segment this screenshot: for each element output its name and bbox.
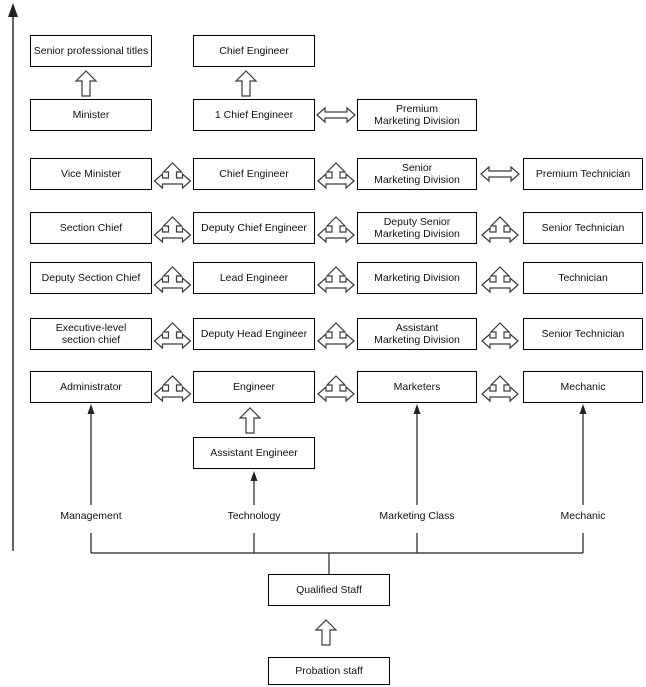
box-label: Premium Technician — [535, 167, 631, 180]
box-senior-technician-lower: Senior Technician — [523, 318, 643, 350]
track-label-marketing-class: Marketing Class — [379, 510, 455, 522]
box-marketing-division: Marketing Division — [357, 262, 477, 294]
box-marketers: Marketers — [357, 371, 477, 403]
box-label: Senior professional titles — [33, 44, 149, 57]
box-label: Mechanic — [560, 380, 606, 393]
technology-track-arrow — [250, 471, 258, 505]
box-label: Marketing Division — [374, 228, 460, 240]
box-senior-professional-titles: Senior professional titles — [30, 35, 152, 67]
box-label: Deputy Head Engineer — [200, 327, 308, 340]
box-label: Premium — [395, 102, 438, 115]
three-way-arrow-r5-g2 — [317, 266, 355, 293]
transfer-arrow-chief-to-premium-marketing — [316, 107, 356, 123]
box-deputy-section-chief: Deputy Section Chief — [30, 262, 152, 294]
box-label: Chief Engineer — [219, 167, 289, 180]
mechanic-track-arrow — [579, 404, 587, 505]
box-label: Deputy Chief Engineer — [201, 221, 307, 234]
box-label: Assistant — [395, 321, 439, 334]
box-label: Assistant Engineer — [210, 446, 298, 459]
marketing-track-arrow — [413, 404, 421, 505]
box-deputy-chief-engineer: Deputy Chief Engineer — [193, 212, 315, 244]
box-label: Administrator — [60, 380, 122, 393]
three-way-arrow-r6-g1 — [153, 322, 192, 349]
up-arrow-assistant-to-engineer — [239, 407, 261, 434]
track-label-mechanic: Mechanic — [560, 510, 606, 522]
box-label: Executive-level — [55, 321, 127, 334]
box-label: section chief — [61, 334, 121, 346]
box-label: Vice Minister — [61, 167, 121, 180]
three-way-arrow-r4-g2 — [317, 216, 355, 243]
three-way-arrow-r7-g3 — [481, 375, 519, 402]
box-senior-technician-upper: Senior Technician — [523, 212, 643, 244]
box-assistant-engineer: Assistant Engineer — [193, 437, 315, 469]
box-label: Deputy Section Chief — [41, 271, 141, 284]
box-chief-engineer: Chief Engineer — [193, 158, 315, 190]
box-label: Marketing Division — [374, 115, 460, 127]
box-label: Senior — [401, 161, 433, 174]
transfer-arrow-senior-marketing-to-premium-technician — [480, 166, 520, 182]
box-label: Probation staff — [295, 664, 363, 677]
box-label: Lead Engineer — [219, 271, 289, 284]
box-probation-staff: Probation staff — [268, 657, 390, 685]
box-technician: Technician — [523, 262, 643, 294]
three-way-arrow-r6-g2 — [317, 322, 355, 349]
three-way-arrow-r5-g1 — [153, 266, 192, 293]
track-label-management: Management — [60, 510, 122, 522]
box-lead-engineer: Lead Engineer — [193, 262, 315, 294]
box-label: Marketers — [393, 380, 441, 393]
box-chief-engineer-top: Chief Engineer — [193, 35, 315, 67]
bracket-connector — [90, 533, 584, 574]
seniority-axis-arrow — [8, 3, 18, 551]
box-label: Qualified Staff — [296, 583, 362, 596]
box-engineer: Engineer — [193, 371, 315, 403]
box-label: Section Chief — [59, 221, 123, 234]
track-label-technology: Technology — [227, 510, 281, 522]
box-label: Minister — [72, 108, 110, 121]
box-qualified-staff: Qualified Staff — [268, 574, 390, 606]
box-section-chief: Section Chief — [30, 212, 152, 244]
box-label: Senior Technician — [541, 327, 625, 340]
box-vice-minister: Vice Minister — [30, 158, 152, 190]
up-arrow-minister-to-senior-titles — [75, 70, 97, 97]
three-way-arrow-r4-g3 — [481, 216, 519, 243]
box-label: Technician — [558, 271, 608, 284]
three-way-arrow-r5-g3 — [481, 266, 519, 293]
box-label: Marketing Division — [374, 271, 460, 284]
box-label: Deputy Senior — [383, 215, 451, 228]
three-way-arrow-r6-g3 — [481, 322, 519, 349]
three-way-arrow-r3-g2 — [317, 162, 355, 189]
box-label: Marketing Division — [374, 334, 460, 346]
box-premium-technician: Premium Technician — [523, 158, 643, 190]
box-label: 1 Chief Engineer — [214, 108, 294, 121]
box-minister: Minister — [30, 99, 152, 131]
three-way-arrow-r3-g1 — [153, 162, 192, 189]
three-way-arrow-r4-g1 — [153, 216, 192, 243]
box-mechanic: Mechanic — [523, 371, 643, 403]
box-label: Engineer — [232, 380, 276, 393]
box-administrator: Administrator — [30, 371, 152, 403]
three-way-arrow-r7-g2 — [317, 375, 355, 402]
up-arrow-first-chief-to-chief-engineer — [235, 70, 257, 97]
box-deputy-head-engineer: Deputy Head Engineer — [193, 318, 315, 350]
track-entry-arrows — [87, 404, 587, 505]
box-label: Senior Technician — [541, 221, 625, 234]
three-way-arrow-r7-g1 — [153, 375, 192, 402]
box-label: Marketing Division — [374, 174, 460, 186]
box-first-chief-engineer: 1 Chief Engineer — [193, 99, 315, 131]
box-label: Chief Engineer — [219, 44, 289, 57]
up-arrow-probation-to-qualified — [315, 619, 337, 646]
management-track-arrow — [87, 404, 95, 505]
